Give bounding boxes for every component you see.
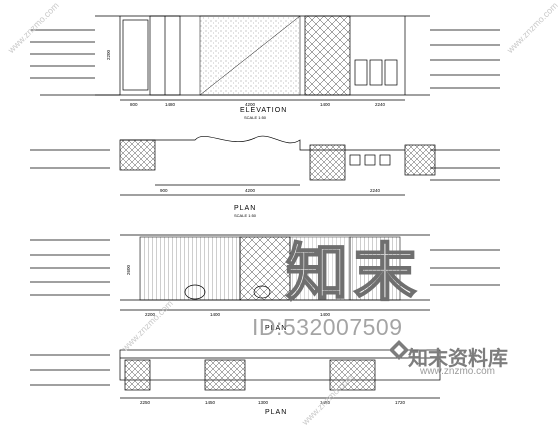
elevation-section xyxy=(30,15,500,101)
elevation-title: ELEVATION xyxy=(240,107,287,114)
dim-label: 1400 xyxy=(320,102,331,107)
dim-label: 2240 xyxy=(370,188,381,193)
height-dimensions: 2200 2600 xyxy=(106,49,131,275)
dim-label: 1450 xyxy=(320,400,331,405)
plan-section-2 xyxy=(30,349,441,399)
watermark-logo-icon xyxy=(389,340,409,360)
elevation-scale: SCALE 1:50 xyxy=(244,115,267,120)
bottom-dimensions: 2250 1450 1300 1450 1720 xyxy=(140,400,406,405)
plan-dimensions-1: 900 4200 2240 xyxy=(160,188,381,193)
plan-title-2: PLAN xyxy=(265,325,287,332)
plan-title-1: PLAN xyxy=(234,205,256,212)
plan-title-3: PLAN xyxy=(265,409,287,416)
dim-label: 2250 xyxy=(140,400,151,405)
plan-scale-1: SCALE 1:50 xyxy=(234,213,257,218)
dim-label: 1400 xyxy=(210,312,221,317)
dim-label: 1480 xyxy=(165,102,176,107)
dim-label: 1720 xyxy=(395,400,406,405)
dim-label: 900 xyxy=(160,188,168,193)
watermark-id: ID:532007509 xyxy=(252,314,403,340)
watermark-big-chinese: 知末 xyxy=(285,235,423,310)
dim-label: 2600 xyxy=(126,264,131,275)
dim-label: 2200 xyxy=(145,312,156,317)
dim-label: 1300 xyxy=(258,400,269,405)
dim-label: 4200 xyxy=(245,188,256,193)
dim-label: 1450 xyxy=(205,400,216,405)
elevation-dimensions: 800 1480 4200 1400 2240 xyxy=(130,102,386,107)
dim-label: 800 xyxy=(130,102,138,107)
watermark-url: www.znzmo.com xyxy=(420,366,496,377)
dim-label: 1400 xyxy=(320,312,331,317)
plan-section-1 xyxy=(30,135,500,196)
watermark-site-name: 知末资料库 xyxy=(408,348,508,370)
dim-label: 2240 xyxy=(375,102,386,107)
dim-label: 2200 xyxy=(106,49,111,60)
dim-label: 4200 xyxy=(245,102,256,107)
curtain-dimensions: 2200 1400 1400 xyxy=(145,312,331,317)
curtain-elevation xyxy=(30,234,500,311)
